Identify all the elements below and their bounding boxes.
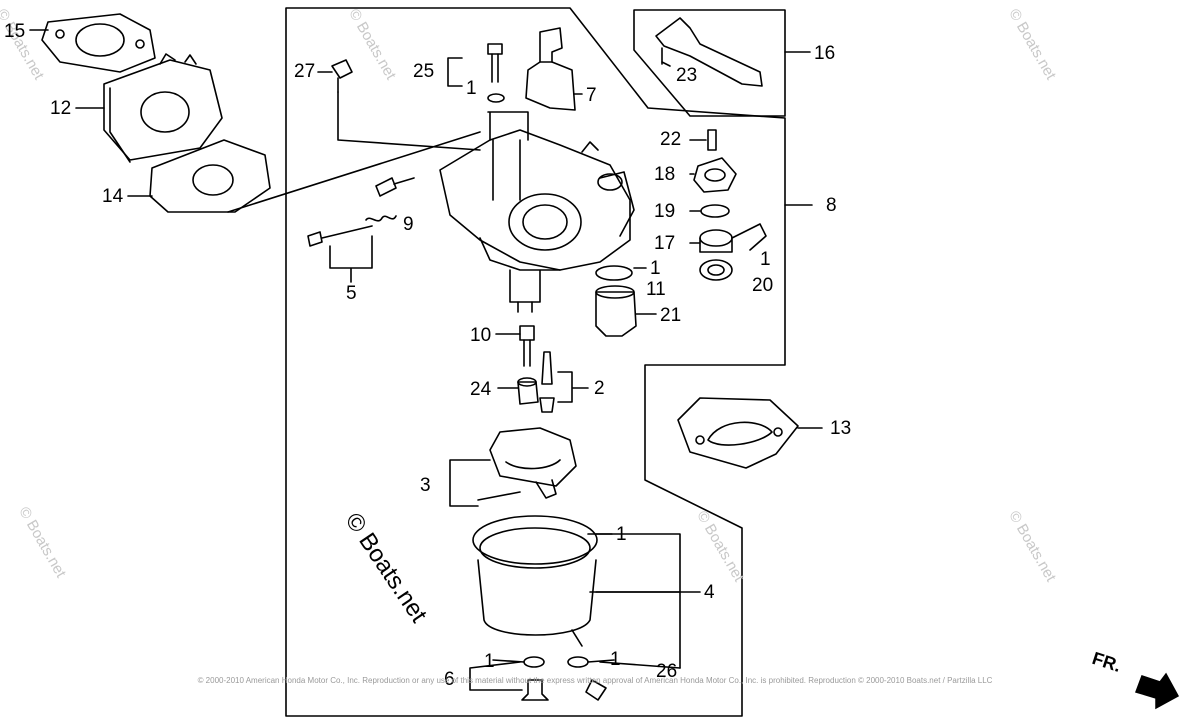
seal-20 xyxy=(699,259,733,281)
plate-18 xyxy=(693,157,737,193)
callout-1-right: 1 xyxy=(760,249,771,270)
drain-bolt-6 xyxy=(521,679,549,701)
screw-5 xyxy=(307,215,397,247)
screw-22 xyxy=(707,129,717,151)
lever-subbox xyxy=(633,9,786,117)
callout-12: 12 xyxy=(50,98,72,119)
main-jet-10 xyxy=(519,325,535,367)
drain-screw-26 xyxy=(585,679,607,701)
callout-2: 2 xyxy=(594,378,605,399)
carburetor-body xyxy=(439,111,635,313)
gasket-13 xyxy=(677,397,799,469)
callout-26: 26 xyxy=(656,661,678,682)
callout-5: 5 xyxy=(346,283,357,304)
callout-18: 18 xyxy=(654,164,676,185)
float-bowl-4 xyxy=(472,515,598,647)
callout-1-bottom-left: 1 xyxy=(484,651,495,672)
float-3 xyxy=(489,427,577,499)
washer-1-left xyxy=(523,656,545,668)
callout-1-mid: 1 xyxy=(650,258,661,279)
bracket-7 xyxy=(525,27,576,111)
assembly-boundary xyxy=(285,7,786,717)
callout-1-top: 1 xyxy=(466,78,477,99)
callout-24: 24 xyxy=(470,379,492,400)
nozzle-24 xyxy=(517,377,539,405)
front-direction-arrow xyxy=(1135,672,1180,710)
washer-1-right xyxy=(567,656,589,668)
gasket-14 xyxy=(149,139,271,213)
screw-9 xyxy=(375,177,415,197)
o-ring-11 xyxy=(595,265,633,281)
callout-19: 19 xyxy=(654,201,676,222)
callout-27: 27 xyxy=(294,61,316,82)
callout-6: 6 xyxy=(444,669,455,690)
callout-17: 17 xyxy=(654,233,676,254)
callout-11: 11 xyxy=(646,279,666,300)
callout-1-bowl: 1 xyxy=(616,524,627,545)
callout-14: 14 xyxy=(102,186,124,207)
callout-1-bottom-right: 1 xyxy=(610,649,621,670)
callout-13: 13 xyxy=(830,418,852,439)
callout-15: 15 xyxy=(4,21,26,42)
callout-22: 22 xyxy=(660,129,682,150)
washer-19 xyxy=(700,204,730,218)
float-valve-21 xyxy=(595,285,637,337)
callout-9: 9 xyxy=(403,214,414,235)
callout-21: 21 xyxy=(660,305,682,326)
screw-27 xyxy=(331,59,353,93)
callout-10: 10 xyxy=(470,325,492,346)
insulator-12 xyxy=(103,53,223,163)
callout-25: 25 xyxy=(413,61,435,82)
callout-8: 8 xyxy=(826,195,837,216)
bolt-25 xyxy=(487,43,505,103)
callout-4: 4 xyxy=(704,582,715,603)
callout-16: 16 xyxy=(814,43,836,64)
callout-3: 3 xyxy=(420,475,431,496)
cap-17 xyxy=(699,223,767,253)
choke-lever-16 xyxy=(655,17,763,87)
callout-20: 20 xyxy=(752,275,774,296)
gasket-15 xyxy=(41,13,156,73)
callout-7: 7 xyxy=(586,85,597,106)
float-needle-2 xyxy=(539,351,555,413)
callout-23: 23 xyxy=(676,65,698,86)
copyright-notice: © 2000-2010 American Honda Motor Co., In… xyxy=(197,676,993,685)
